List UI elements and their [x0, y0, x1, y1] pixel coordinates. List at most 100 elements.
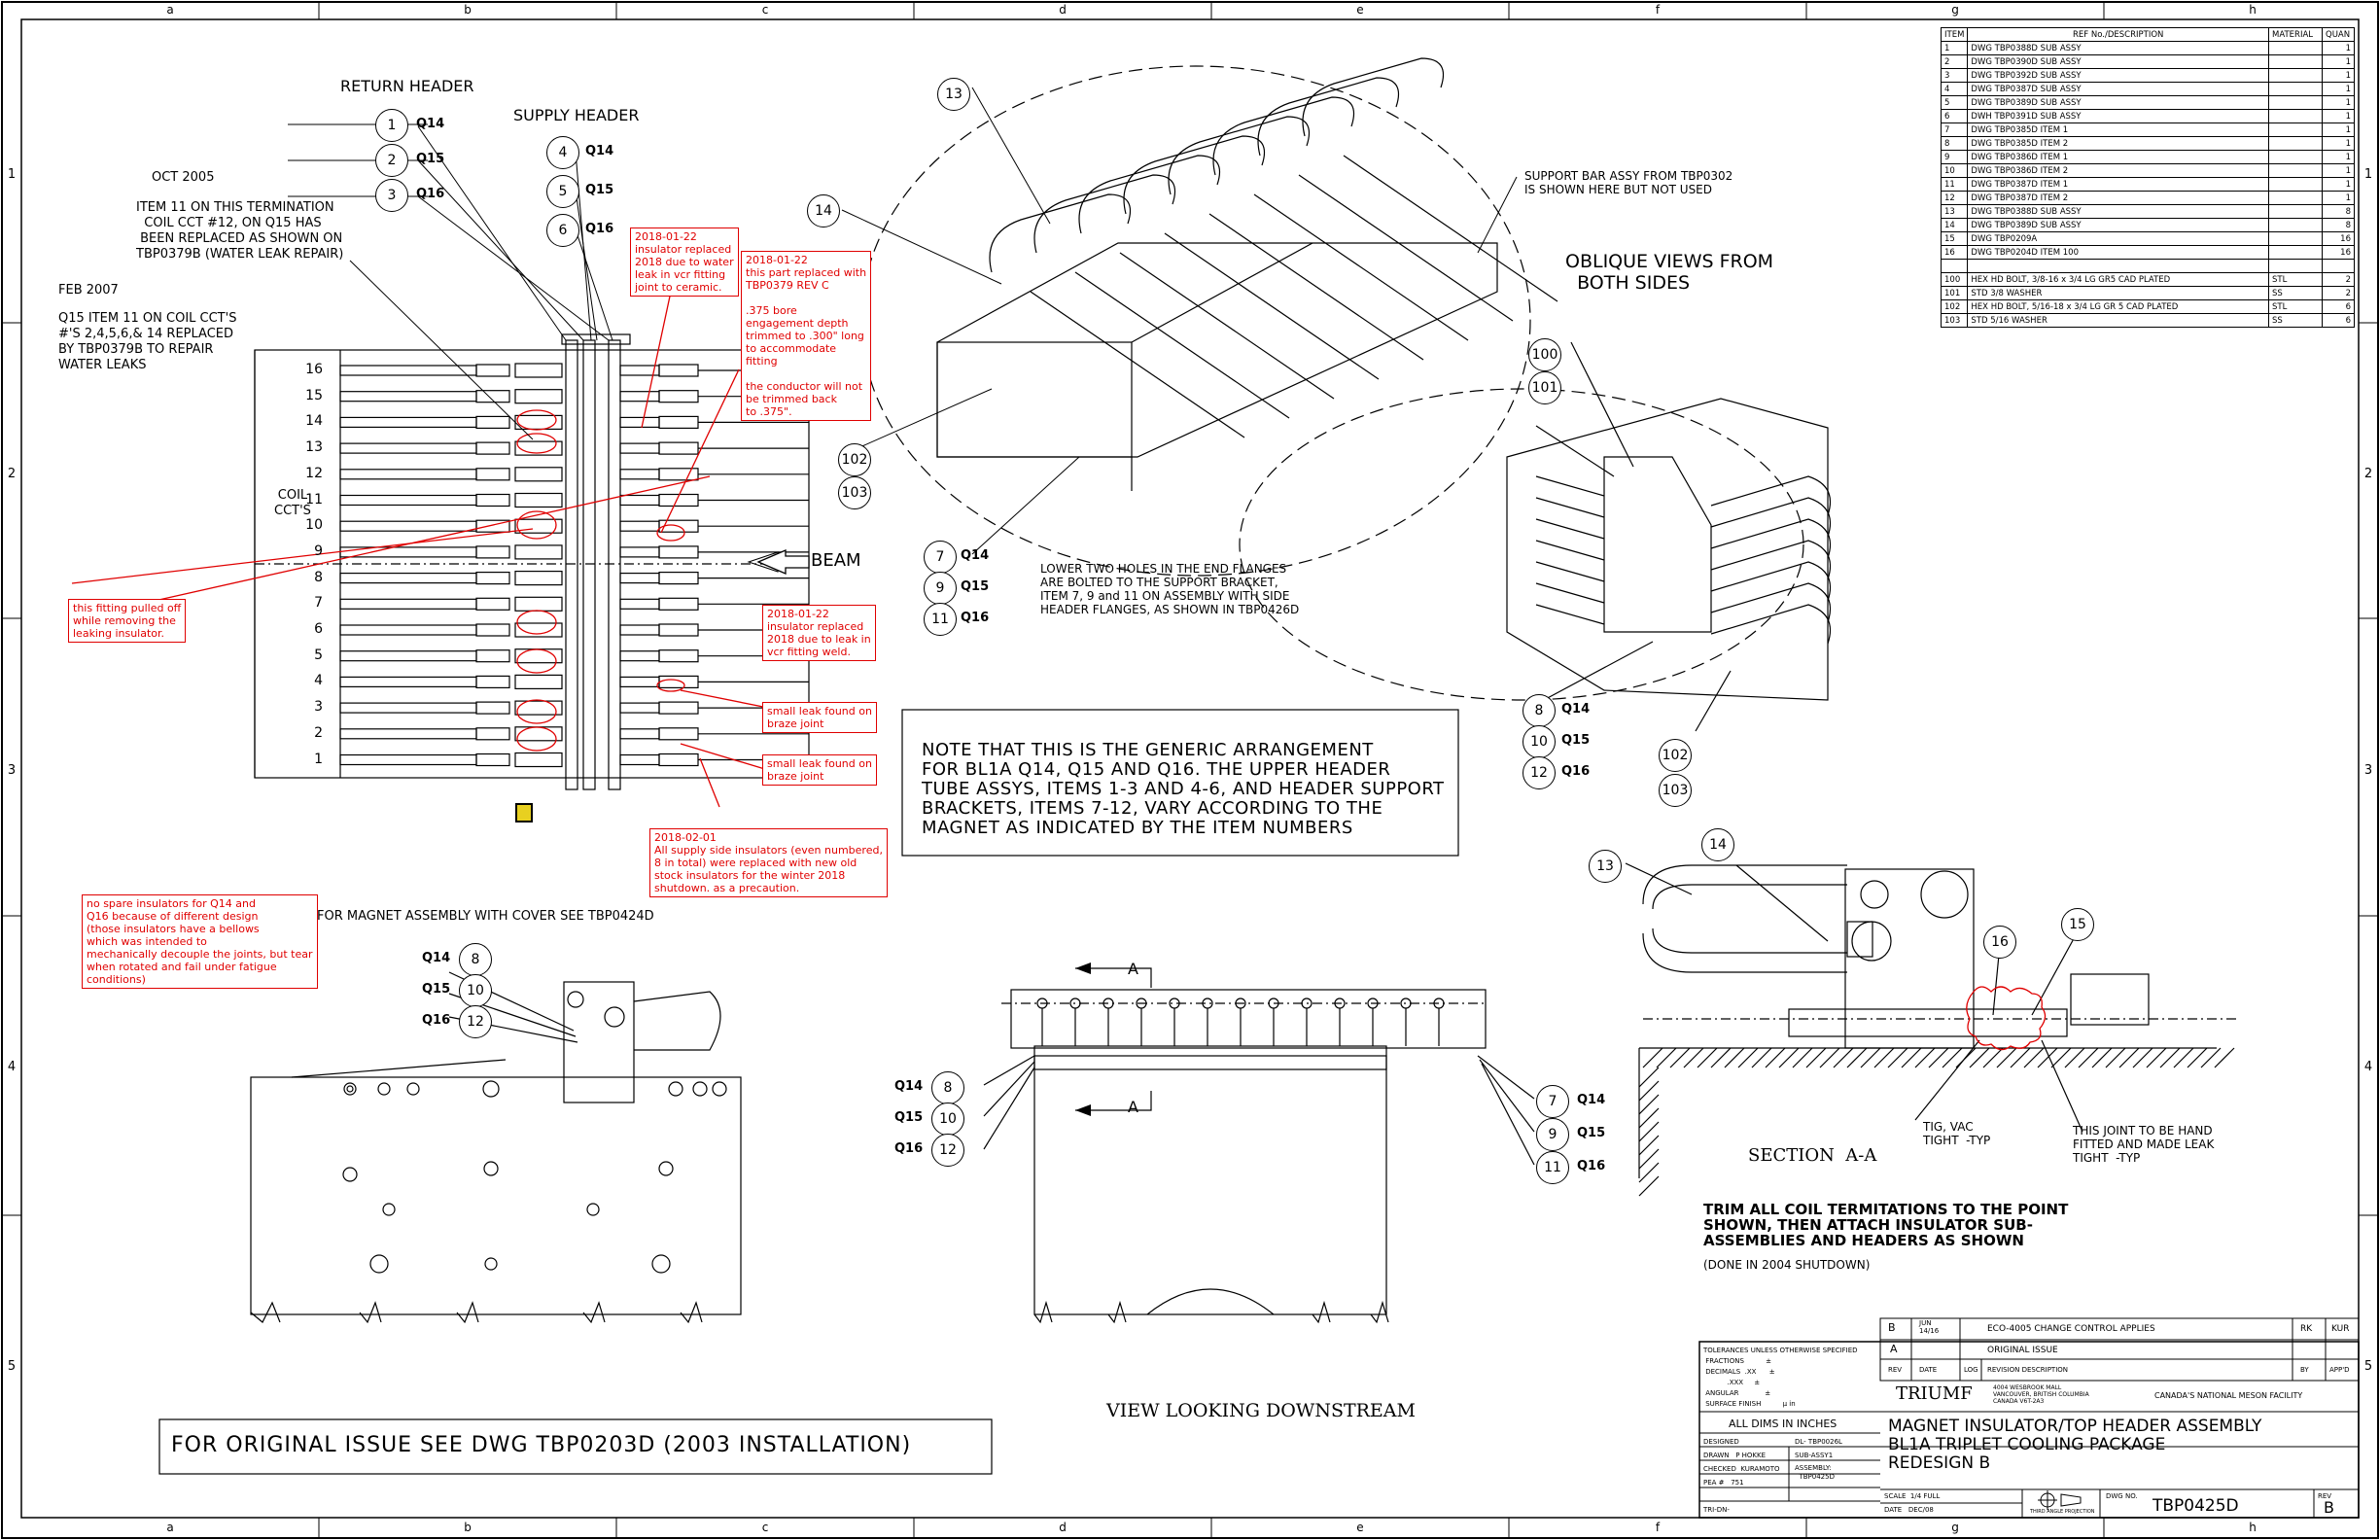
- bom-description: DWG TBP0392D SUB ASSY: [1967, 68, 2269, 83]
- return-header-title: RETURN HEADER: [340, 77, 474, 95]
- coil-number-label: 5: [314, 647, 323, 663]
- bom-quantity: 1: [2322, 109, 2355, 123]
- down-callout-10: 10: [931, 1102, 964, 1136]
- bom-quantity: 1: [2322, 41, 2355, 55]
- iso-callout-9-q: Q15: [961, 579, 990, 594]
- bom-item: 4: [1940, 82, 1969, 96]
- iso-callout-11-q: Q16: [961, 611, 990, 625]
- bom-item: 7: [1940, 122, 1969, 137]
- bom-material: [2268, 54, 2323, 69]
- obl-callout-12-q: Q16: [1561, 764, 1591, 779]
- coil-number-label: 16: [305, 362, 323, 377]
- drawing-title-2: BL1A TRIPLET COOLING PACKAGE: [1888, 1435, 2166, 1454]
- bom-item: 5: [1940, 95, 1969, 110]
- tri-dn: TRI-DN-: [1703, 1506, 1730, 1514]
- bom-quantity: 1: [2322, 95, 2355, 110]
- down-callout-11: 11: [1536, 1151, 1569, 1184]
- bom-item: 3: [1940, 68, 1969, 83]
- bom-quantity: 1: [2322, 150, 2355, 164]
- bom-description: HEX HD BOLT, 5/16-18 x 3/4 LG GR 5 CAD P…: [1967, 299, 2269, 314]
- oct-2005-title: OCT 2005: [152, 170, 215, 185]
- all-dims-inches: ALL DIMS IN INCHES: [1729, 1418, 1838, 1430]
- grid-col-g-bottom: g: [1951, 1521, 1959, 1534]
- bom-header-material: MATERIAL: [2268, 27, 2323, 42]
- callout-4-q: Q14: [585, 144, 614, 158]
- bom-item: [1940, 259, 1969, 273]
- down-callout-10-q: Q15: [894, 1110, 924, 1125]
- bom-material: [2268, 150, 2323, 164]
- oblique-views-title: OBLIQUE VIEWS FROM BOTH SIDES: [1565, 251, 1774, 294]
- grid-col-b-bottom: b: [464, 1521, 472, 1534]
- hand-joint-note: THIS JOINT TO BE HAND FITTED AND MADE LE…: [2073, 1124, 2215, 1165]
- down-callout-8: 8: [931, 1071, 964, 1104]
- bom-item: 101: [1940, 286, 1969, 300]
- obl-callout-103: 103: [1659, 774, 1692, 807]
- bom-material: [2268, 95, 2323, 110]
- facility-name: CANADA'S NATIONAL MESON FACILITY: [2154, 1391, 2303, 1400]
- bom-description: DWG TBP0209A: [1967, 231, 2269, 246]
- red-note-part-replaced: 2018-01-22 this part replaced with TBP03…: [741, 251, 872, 421]
- small-tag-icon: [515, 803, 533, 822]
- coil-number-label: 1: [314, 751, 323, 767]
- bom-quantity: 8: [2322, 204, 2355, 219]
- section-marker-bottom: A: [1128, 1098, 1138, 1116]
- bom-description: DWG TBP0385D ITEM 2: [1967, 136, 2269, 151]
- projection-label: THIRD ANGLE PROJECTION: [2030, 1509, 2095, 1515]
- grid-row-4-right: 4: [2363, 1060, 2373, 1074]
- feb-2007-note: Q15 ITEM 11 ON COIL CCT'S #'S 2,4,5,6,& …: [58, 311, 237, 372]
- bom-description: DWG TBP0388D SUB ASSY: [1967, 41, 2269, 55]
- grid-col-d: d: [1059, 3, 1067, 17]
- bom-item: 11: [1940, 177, 1969, 192]
- coil-number-label: 12: [305, 465, 323, 481]
- bom-row: [1940, 259, 2355, 273]
- red-note-fitting-pulled: this fitting pulled off while removing t…: [68, 599, 187, 643]
- bom-quantity: 6: [2322, 313, 2355, 328]
- grid-row-4: 4: [7, 1060, 17, 1074]
- bom-material: [2268, 177, 2323, 192]
- grid-row-2: 2: [7, 467, 17, 481]
- red-note-no-spare-insulators: no spare insulators for Q14 and Q16 beca…: [82, 894, 318, 989]
- red-note-insulator-2018-a: 2018-01-22 insulator replaced 2018 due t…: [630, 228, 739, 297]
- rev-b-by: RK: [2300, 1324, 2313, 1334]
- rev-head-rev: REV: [1888, 1366, 1903, 1374]
- rev-a-description: ORIGINAL ISSUE: [1987, 1346, 2058, 1355]
- grid-col-a-bottom: a: [166, 1521, 174, 1534]
- callout-6: 6: [546, 214, 579, 247]
- assembly-number: ASSEMBLY: TBP0425D: [1795, 1464, 1835, 1481]
- bom-quantity: 1: [2322, 136, 2355, 151]
- rev-label: REV: [2318, 1492, 2332, 1500]
- bom-item: 16: [1940, 245, 1969, 260]
- grid-row-2-right: 2: [2363, 467, 2373, 481]
- obl-callout-10-q: Q15: [1561, 733, 1591, 748]
- coil-number-label: 11: [305, 491, 323, 508]
- callout-1: 1: [375, 109, 408, 142]
- drawing-date: DATE DEC/08: [1884, 1506, 1934, 1514]
- bom-item: 1: [1940, 41, 1969, 55]
- bom-item: 15: [1940, 231, 1969, 246]
- bom-quantity: 6: [2322, 299, 2355, 314]
- bom-material: [2268, 41, 2323, 55]
- rev-b-approved: KUR: [2331, 1324, 2350, 1334]
- bom-quantity: 1: [2322, 54, 2355, 69]
- grid-row-5-right: 5: [2363, 1359, 2373, 1374]
- coil-ccts-label: COIL CCT'S: [274, 488, 311, 518]
- bom-material: SS: [2268, 286, 2323, 300]
- bom-header-desc: REF No./DESCRIPTION: [1967, 27, 2269, 42]
- grid-col-e: e: [1356, 3, 1364, 17]
- bom-description: [1967, 259, 2269, 273]
- bom-description: STD 3/8 WASHER: [1967, 286, 2269, 300]
- side-callout-12-q: Q16: [422, 1013, 451, 1028]
- callout-5: 5: [546, 175, 579, 208]
- rev-b-letter: B: [1888, 1321, 1896, 1334]
- magnet-cover-note: FOR MAGNET ASSEMBLY WITH COVER SEE TBP04…: [317, 909, 654, 924]
- callout-1-q: Q14: [416, 117, 445, 131]
- side-callout-12: 12: [459, 1005, 492, 1038]
- grid-col-h: h: [2249, 3, 2257, 17]
- trim-note-sub: (DONE IN 2004 SHUTDOWN): [1703, 1258, 1871, 1272]
